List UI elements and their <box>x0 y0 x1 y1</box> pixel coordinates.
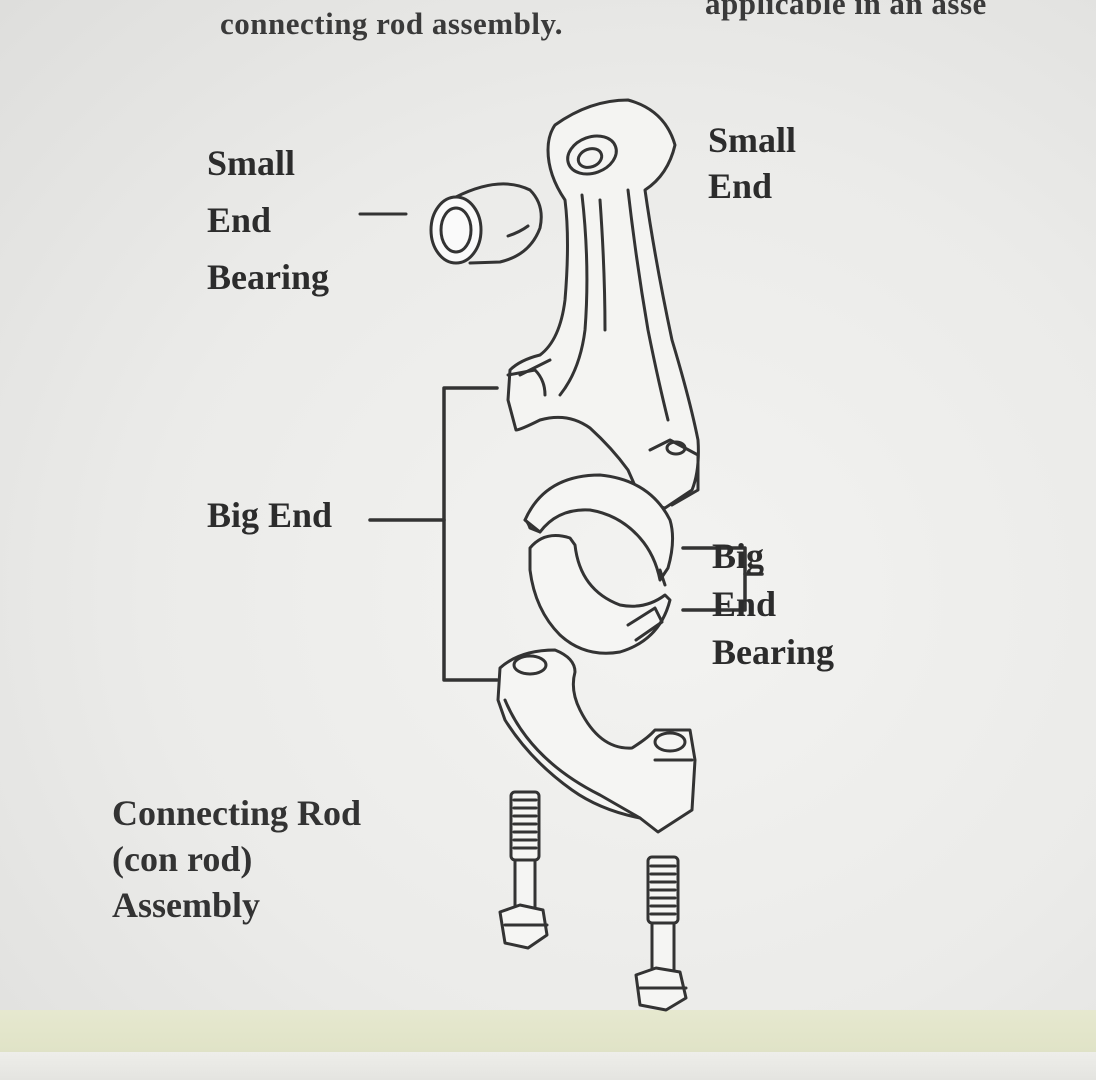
label-big-end: Big End <box>207 495 333 535</box>
small-end-bearing-part <box>429 182 543 265</box>
label-small-end-bearing: Small End Bearing <box>207 143 329 297</box>
bottom-edge <box>0 1052 1096 1080</box>
big-end-bearing-bracket <box>681 546 764 612</box>
big-end-bracket <box>368 386 499 682</box>
cap-bolt-left <box>498 790 549 950</box>
big-end-bearing-upper-shell <box>523 473 675 582</box>
connecting-rod-part <box>506 98 700 510</box>
cap-bolt-right <box>634 855 688 1012</box>
big-end-bearing-lower-shell <box>528 534 672 655</box>
label-connecting-rod-assembly: Connecting Rod (con rod) Assembly <box>112 793 362 925</box>
label-big-end-bearing: Big End Bearing <box>712 536 834 672</box>
header-text-line-2: connecting rod assembly. <box>220 6 563 41</box>
label-small-end: Small End <box>708 120 797 206</box>
header-text-line-1: applicable in an asse <box>705 0 987 21</box>
connecting-rod-cap-part <box>496 648 697 834</box>
